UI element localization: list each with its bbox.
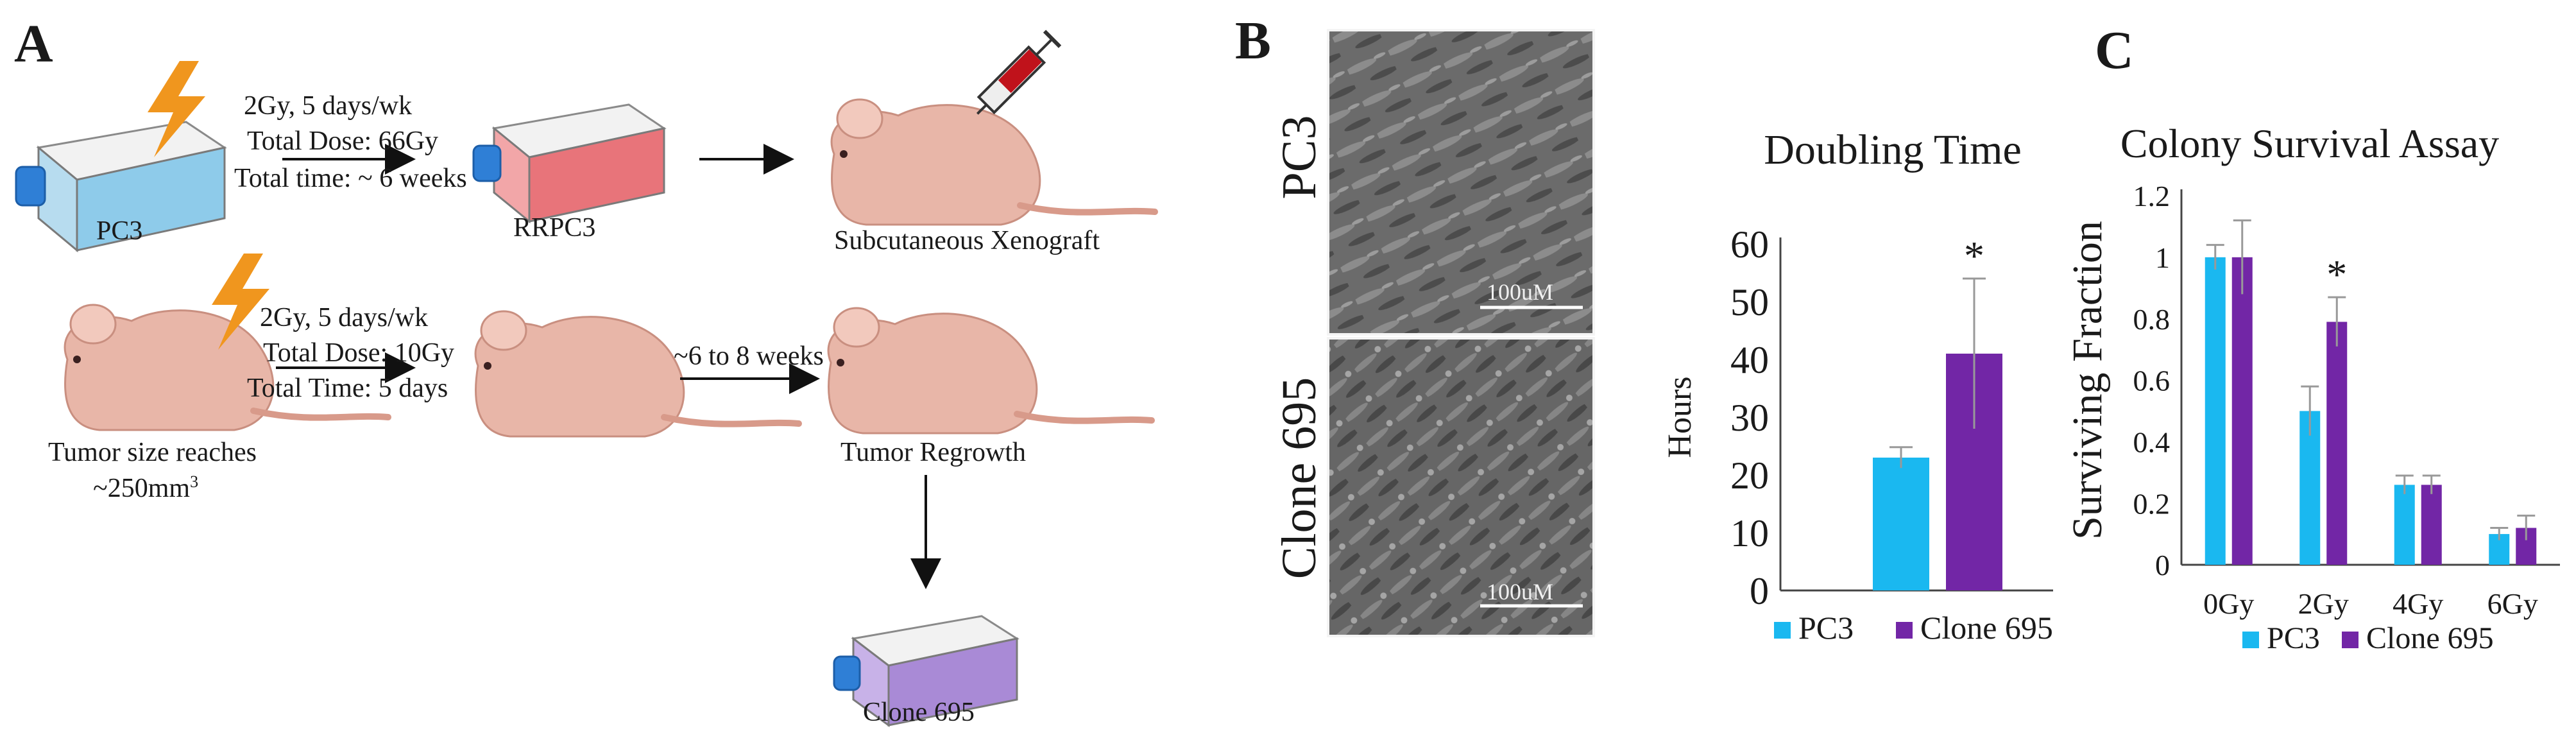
bar-clone-695	[2421, 485, 2442, 565]
bar-clone-695	[2231, 257, 2253, 565]
x-tick-label: 0Gy	[2203, 587, 2254, 620]
xenograft-label: Subcutaneous Xenograft	[834, 226, 1100, 255]
scale-bar-label-pc3: 100uM	[1487, 279, 1554, 305]
tumor-size-label: Tumor size reaches	[48, 438, 257, 467]
legend-label: PC3	[2267, 621, 2320, 655]
syringe-icon	[976, 30, 1062, 115]
y-tick-label: 1	[2155, 241, 2170, 274]
y-tick-label: 0.6	[2133, 365, 2171, 397]
legend-label: Clone 695	[1920, 610, 2053, 646]
micrograph-label-clone695: Clone 695	[1272, 377, 1326, 580]
legend-label: Clone 695	[2366, 621, 2494, 655]
significance-star: *	[1964, 233, 1984, 279]
mouse-irradiated-icon	[474, 310, 802, 438]
y-axis-label: Surviving Fraction	[2064, 221, 2111, 540]
scale-bar-label-clone695: 100uM	[1487, 579, 1554, 605]
mouse-regrowth-icon	[827, 307, 1155, 435]
bar-pc3	[1873, 458, 1929, 590]
flask-clone695-icon	[833, 615, 1019, 727]
bar-pc3	[2299, 411, 2321, 565]
flask-clone695-label: Clone 695	[863, 698, 975, 727]
x-tick-label: 6Gy	[2487, 587, 2538, 620]
y-tick-label: 40	[1730, 339, 1769, 381]
y-tick-label: 0.8	[2133, 303, 2171, 336]
legend-label: PC3	[1798, 610, 1854, 646]
x-tick-label: 4Gy	[2393, 587, 2443, 620]
y-tick-label: 0.4	[2133, 426, 2171, 458]
panel-a-letter: A	[14, 14, 53, 74]
tumor-regrowth-label: Tumor Regrowth	[840, 438, 1026, 467]
y-tick-label: 60	[1730, 223, 1769, 266]
lightning-icon	[212, 254, 269, 350]
row2-dose-line-1: 2Gy, 5 days/wk	[260, 303, 429, 332]
y-tick-label: 0.2	[2133, 487, 2171, 520]
x-tick-label: 2Gy	[2298, 587, 2349, 620]
y-tick-label: 20	[1730, 454, 1769, 497]
flask-rrpc3-icon	[472, 103, 667, 224]
y-tick-label: 1.2	[2133, 180, 2171, 212]
row2-dose-line-2: Total Dose: 10Gy	[263, 338, 455, 368]
bar-pc3	[2205, 257, 2226, 565]
micrograph-clone695: 100uM	[1327, 337, 1595, 637]
y-tick-label: 0	[2155, 549, 2170, 581]
legend-swatch	[2242, 632, 2259, 648]
legend-swatch	[1774, 622, 1791, 639]
panel-b-letter: B	[1235, 11, 1272, 71]
legend-swatch	[1896, 622, 1913, 639]
flask-rrpc3-label: RRPC3	[513, 213, 596, 243]
y-tick-label: 50	[1730, 281, 1769, 323]
flask-pc3-label: PC3	[96, 216, 143, 246]
micrograph-pc3: 100uM	[1327, 29, 1595, 336]
y-tick-label: 10	[1730, 512, 1769, 555]
row1-dose-line-1: 2Gy, 5 days/wk	[244, 91, 413, 121]
tumor-size-value: ~250mm3	[93, 472, 199, 503]
significance-star: *	[2326, 252, 2347, 297]
micrograph-label-pc3: PC3	[1272, 115, 1326, 200]
row2-dose-line-3: Total Time: 5 days	[247, 374, 448, 403]
chart-title: Doubling Time	[1764, 126, 2022, 173]
y-axis-label: Hours	[1662, 376, 1698, 458]
flask-pc3-icon	[15, 121, 227, 253]
row1-dose-line-2: Total Dose: 66Gy	[247, 126, 439, 156]
panel-a-illustration	[15, 30, 1158, 727]
y-tick-label: 30	[1730, 397, 1769, 439]
bar-clone-695	[2326, 322, 2348, 565]
mouse-tumor-icon	[64, 304, 391, 431]
panel-c-letter: C	[2095, 21, 2134, 80]
interval-label: ~6 to 8 weeks	[674, 341, 824, 371]
bar-pc3	[2394, 485, 2415, 565]
chart-title: Colony Survival Assay	[2120, 121, 2499, 166]
y-tick-label: 0	[1750, 570, 1769, 612]
micrograph-clone695-texture	[1329, 340, 1592, 635]
legend-swatch	[2342, 632, 2358, 648]
micrograph-pc3-texture	[1329, 31, 1592, 333]
row1-dose-line-3: Total time: ~ 6 weeks	[234, 164, 467, 193]
lightning-icon	[148, 61, 205, 157]
mouse-xenograft-icon	[830, 98, 1158, 226]
